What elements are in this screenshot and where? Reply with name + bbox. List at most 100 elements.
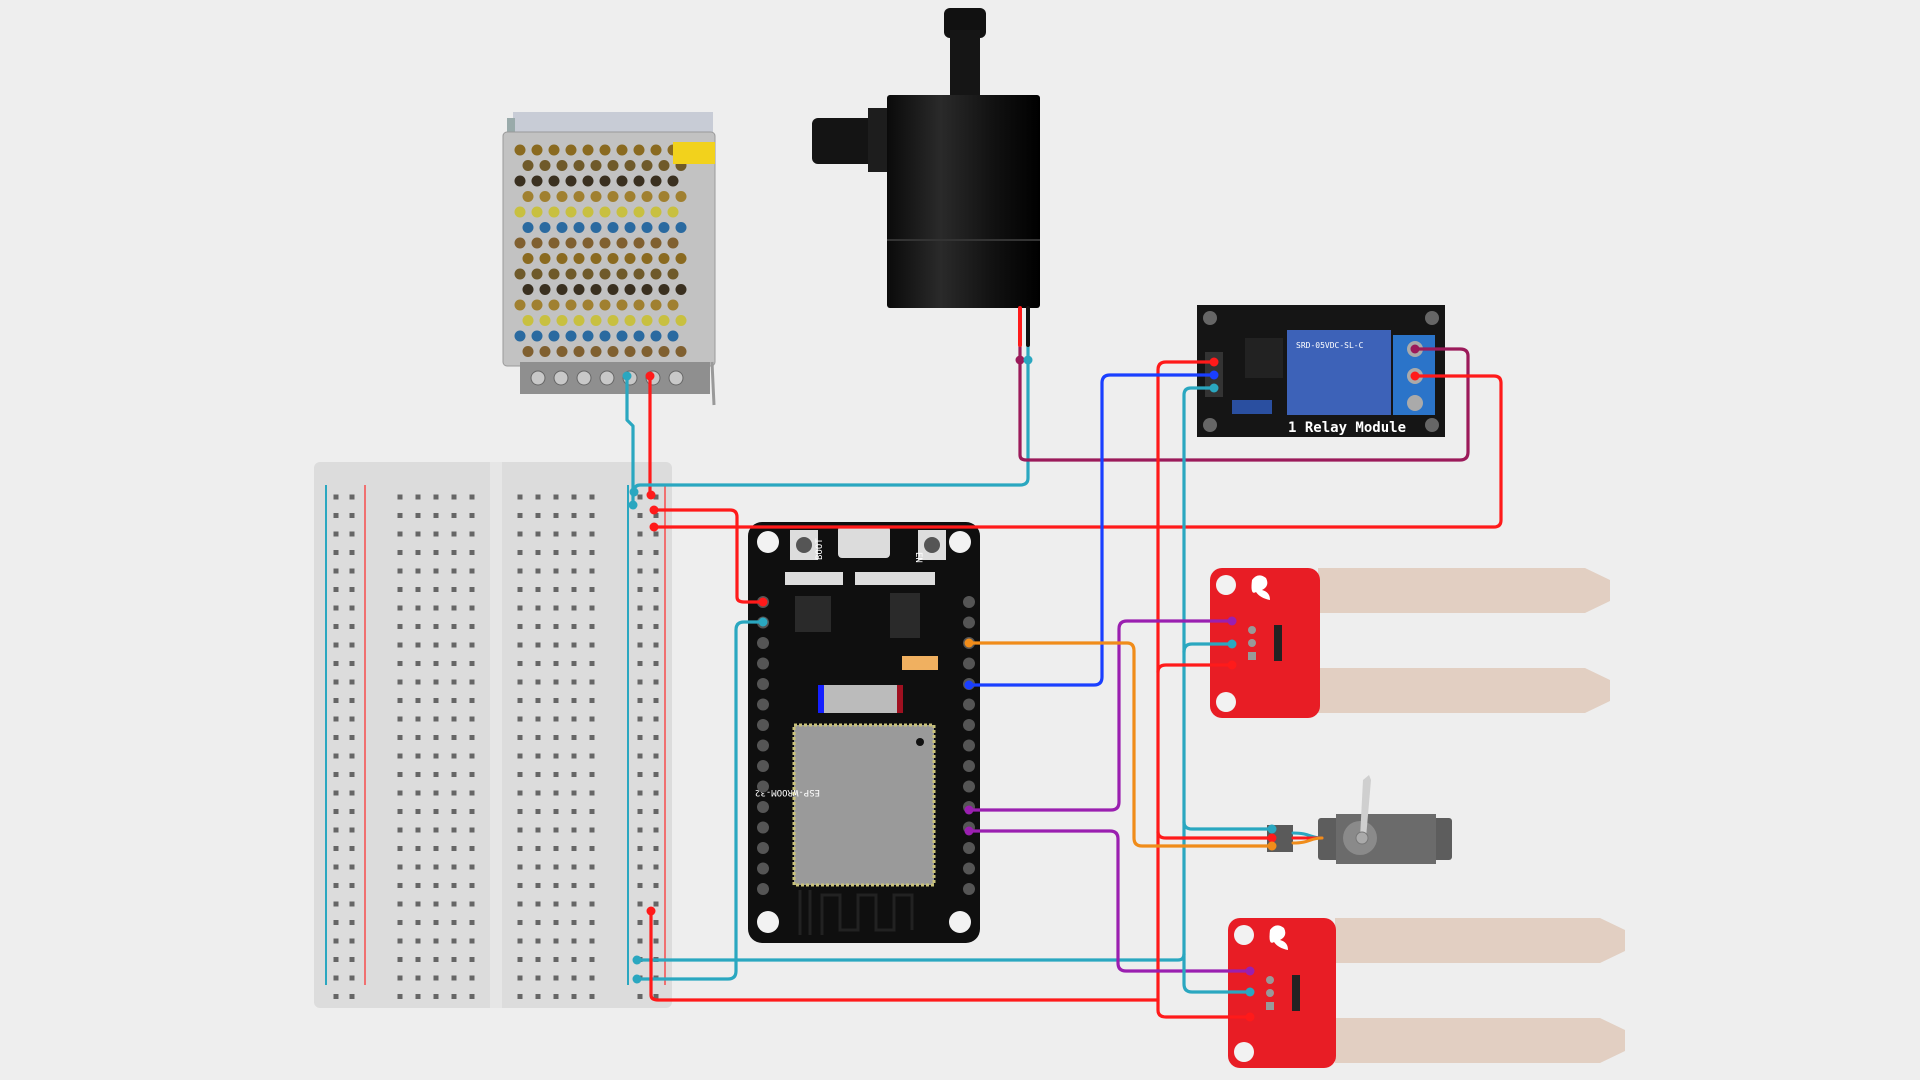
psu-vent-hole [531, 299, 543, 311]
breadboard-hole [637, 624, 643, 629]
breadboard-hole [333, 753, 339, 759]
breadboard-hole [433, 550, 439, 555]
sensor2-pad [1266, 1002, 1274, 1010]
wire-endpoint [1267, 824, 1277, 834]
sensor1-probe-top [1318, 568, 1610, 613]
breadboard-hole [415, 753, 421, 759]
breadboard[interactable] [314, 462, 672, 1008]
breadboard-center-channel [490, 462, 502, 1008]
breadboard-hole [397, 698, 403, 703]
psu-vent-hole [607, 346, 619, 357]
breadboard-hole [517, 568, 523, 574]
breadboard-hole [469, 494, 475, 500]
breadboard-hole [535, 679, 541, 685]
breadboard-hole [589, 957, 595, 962]
relay-terminal-nc[interactable] [1407, 395, 1423, 411]
en-button[interactable] [924, 537, 940, 553]
breadboard-hole [433, 827, 439, 833]
psu-vent-hole [522, 315, 534, 326]
breadboard-hole [415, 698, 421, 703]
relay-box-text: SRD-05VDC-SL-C [1296, 341, 1364, 350]
psu-vent-hole [641, 346, 653, 357]
breadboard-hole [433, 642, 439, 648]
wire-0 [625, 374, 635, 507]
breadboard-hole [553, 605, 559, 611]
psu-vent-hole [633, 330, 645, 342]
psu-vent-hole [607, 315, 619, 326]
soil-sensor-1[interactable] [1210, 568, 1610, 718]
breadboard-hole [637, 642, 643, 648]
psu-vent-hole [624, 346, 636, 357]
breadboard-hole [469, 513, 475, 518]
breadboard-hole [333, 624, 339, 629]
breadboard-hole [653, 864, 659, 870]
servo-motor[interactable] [1267, 775, 1452, 864]
breadboard-hole [333, 883, 339, 888]
boot-button[interactable] [796, 537, 812, 553]
wire-18 [1182, 952, 1252, 994]
breadboard-hole [589, 827, 595, 833]
wire-endpoint [964, 680, 974, 690]
breadboard-hole [397, 605, 403, 611]
breadboard-hole [469, 901, 475, 907]
breadboard-hole [553, 809, 559, 814]
breadboard-hole [637, 938, 643, 944]
psu-vent-hole [624, 191, 636, 202]
pump-inlet-nozzle [812, 118, 882, 164]
breadboard-hole [349, 568, 355, 574]
breadboard-hole [397, 975, 403, 981]
breadboard-hole [415, 513, 421, 518]
breadboard-hole [517, 827, 523, 833]
breadboard-hole [397, 753, 403, 759]
esp32-mount-hole [757, 911, 779, 933]
breadboard-hole [653, 994, 659, 999]
esp32-board[interactable]: BOOT EN ESP-WROOM-32 [748, 522, 980, 943]
breadboard-hole [397, 901, 403, 907]
power-supply[interactable] [502, 112, 716, 406]
psu-vent-hole [650, 330, 662, 342]
breadboard-hole [571, 698, 577, 703]
breadboard-hole [637, 753, 643, 759]
breadboard-hole [469, 698, 475, 703]
psu-vent-hole [658, 160, 670, 171]
breadboard-hole [433, 698, 439, 703]
breadboard-hole [589, 494, 595, 500]
breadboard-hole [553, 772, 559, 777]
wire-endpoint [1267, 833, 1277, 843]
smd-led [902, 656, 938, 670]
relay-ic [1245, 338, 1283, 378]
breadboard-hole [349, 531, 355, 537]
breadboard-hole [589, 642, 595, 648]
breadboard-hole [415, 605, 421, 611]
breadboard-hole [571, 531, 577, 537]
breadboard-hole [517, 957, 523, 962]
wire-endpoint [1015, 355, 1025, 365]
wire-endpoint [758, 617, 768, 627]
breadboard-hole [469, 938, 475, 944]
sensor2-mount-hole [1234, 1042, 1254, 1062]
water-pump[interactable] [812, 8, 1040, 308]
breadboard-hole [571, 568, 577, 574]
psu-vent-hole [565, 268, 577, 280]
psu-vent-hole [573, 253, 585, 264]
esp32-pin-right [963, 842, 975, 854]
breadboard-hole [571, 716, 577, 722]
breadboard-hole [349, 994, 355, 999]
breadboard-hole [433, 938, 439, 944]
breadboard-hole [333, 920, 339, 925]
esp32-pin-right [963, 883, 975, 895]
breadboard-hole [451, 698, 457, 703]
breadboard-hole [637, 883, 643, 888]
breadboard-hole [415, 568, 421, 574]
wire-6 [635, 620, 765, 981]
psu-vent-hole [675, 284, 687, 295]
soil-sensor-2[interactable] [1228, 918, 1625, 1068]
breadboard-hole [415, 735, 421, 740]
breadboard-hole [397, 531, 403, 537]
psu-vent-hole [650, 237, 662, 249]
breadboard-hole [415, 864, 421, 870]
psu-vent-hole [556, 191, 568, 202]
relay-module[interactable]: SRD-05VDC-SL-C 1 Relay Module [1197, 305, 1445, 437]
psu-vent-hole [616, 144, 628, 156]
relay-coil-box [1287, 330, 1391, 415]
